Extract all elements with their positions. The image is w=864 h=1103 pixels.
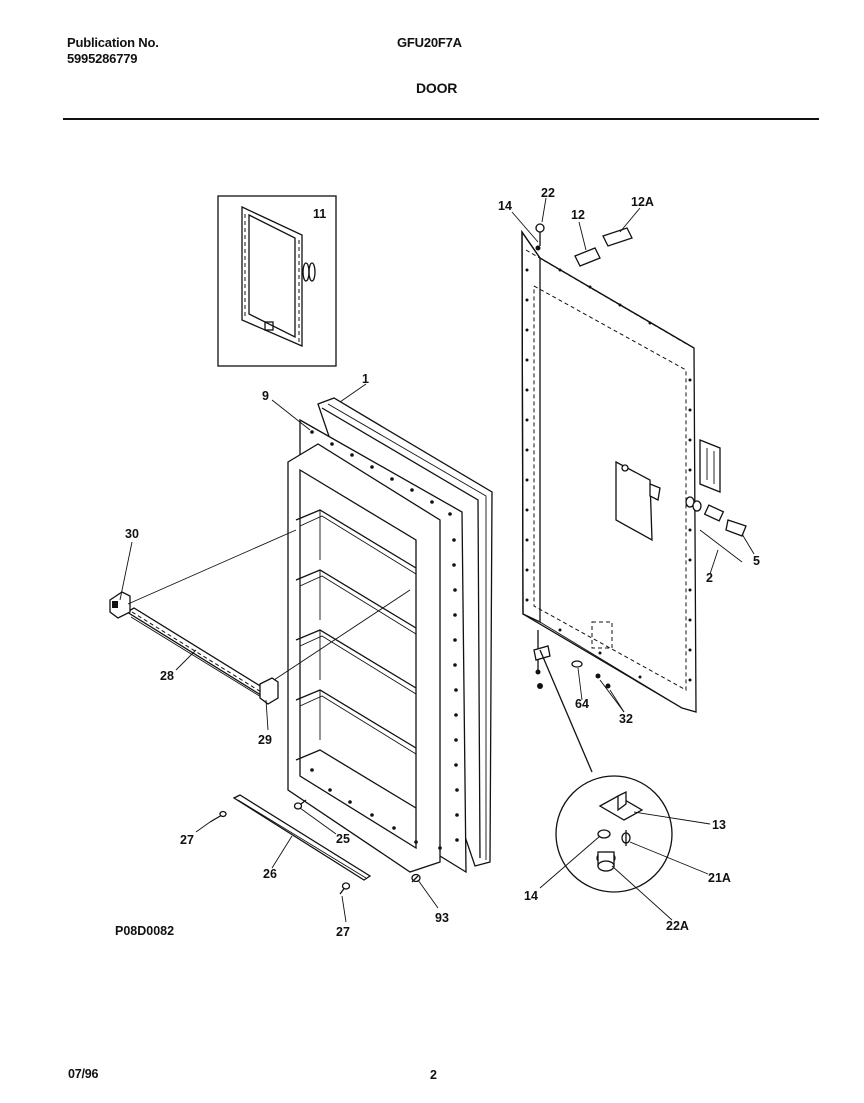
callout-11: 11	[313, 207, 326, 221]
callout-12: 12	[571, 208, 585, 222]
callout-26: 26	[263, 867, 277, 881]
outer-door	[521, 223, 747, 713]
handle-bracket	[699, 439, 721, 493]
footer-date: 07/96	[68, 1067, 99, 1081]
callout-labels: 1 9 11 30 28 29 27 25 26 27 93 14 22 12 …	[115, 186, 760, 939]
screw-32a	[595, 673, 601, 679]
section-title: DOOR	[416, 80, 458, 96]
callout-21a: 21A	[708, 871, 731, 885]
publication-label: Publication No.	[67, 35, 159, 50]
gasket-clip-icon	[302, 262, 310, 282]
callout-1: 1	[362, 372, 369, 386]
lock-icon	[621, 464, 661, 501]
header-rule	[63, 118, 819, 120]
callout-14-top: 14	[498, 199, 512, 213]
callout-28: 28	[160, 669, 174, 683]
callout-5: 5	[753, 554, 760, 568]
callout-13: 13	[712, 818, 726, 832]
callout-22: 22	[541, 186, 555, 200]
callout-14-detail: 14	[524, 889, 538, 903]
bottom-trim-assembly	[209, 794, 421, 895]
label-plate-12	[574, 247, 601, 267]
callout-29: 29	[258, 733, 272, 747]
screw-icon	[209, 810, 227, 823]
callout-9: 9	[262, 389, 269, 403]
gasket-tab	[264, 321, 274, 331]
gasket-outer	[241, 205, 303, 347]
inset-frame	[217, 195, 337, 367]
hinge-screw-21a	[621, 830, 631, 846]
door-shelves	[295, 509, 417, 809]
callout-27-lower: 27	[336, 925, 350, 939]
drawing-id: P08D0082	[115, 924, 174, 938]
callout-12a: 12A	[631, 195, 654, 209]
callout-25: 25	[336, 832, 350, 846]
leader-lines	[119, 197, 755, 923]
handle-plate	[615, 460, 653, 542]
lock-cylinder-icon	[685, 496, 747, 537]
bottom-trim-strip	[232, 794, 372, 881]
label-plate-12a	[602, 227, 633, 247]
shelf-housing	[287, 443, 441, 873]
washer-64	[571, 660, 583, 668]
callout-32: 32	[619, 712, 633, 726]
washer-14	[597, 829, 611, 839]
model-number: GFU20F7A	[397, 35, 462, 50]
callout-93: 93	[435, 911, 449, 925]
publication-number: 5995286779	[67, 51, 138, 66]
callout-64: 64	[575, 697, 589, 711]
gasket-inner	[248, 213, 296, 339]
hinge-cutout	[591, 621, 613, 649]
screw-icon	[339, 882, 351, 895]
callout-27-upper: 27	[180, 833, 194, 847]
hinge-detail-circle	[539, 649, 673, 893]
callout-22a: 22A	[666, 919, 689, 933]
screw-icon	[411, 873, 421, 883]
hinge-bushing-22a	[596, 851, 616, 872]
gasket-inset	[217, 195, 337, 367]
inner-dash-outline	[533, 285, 687, 691]
panel-screw-holes	[310, 430, 459, 850]
outer-door-shell	[521, 229, 697, 713]
callout-2: 2	[706, 571, 713, 585]
hinge-pin-icon	[533, 630, 551, 689]
screw-icon	[293, 799, 307, 810]
rail-bracket-right	[259, 677, 279, 705]
inner-door-panel	[287, 397, 493, 874]
detail-circle	[555, 775, 673, 893]
screw-icon	[535, 223, 545, 251]
screw-32b	[605, 683, 611, 689]
callout-30: 30	[125, 527, 139, 541]
page-number: 2	[430, 1068, 437, 1082]
